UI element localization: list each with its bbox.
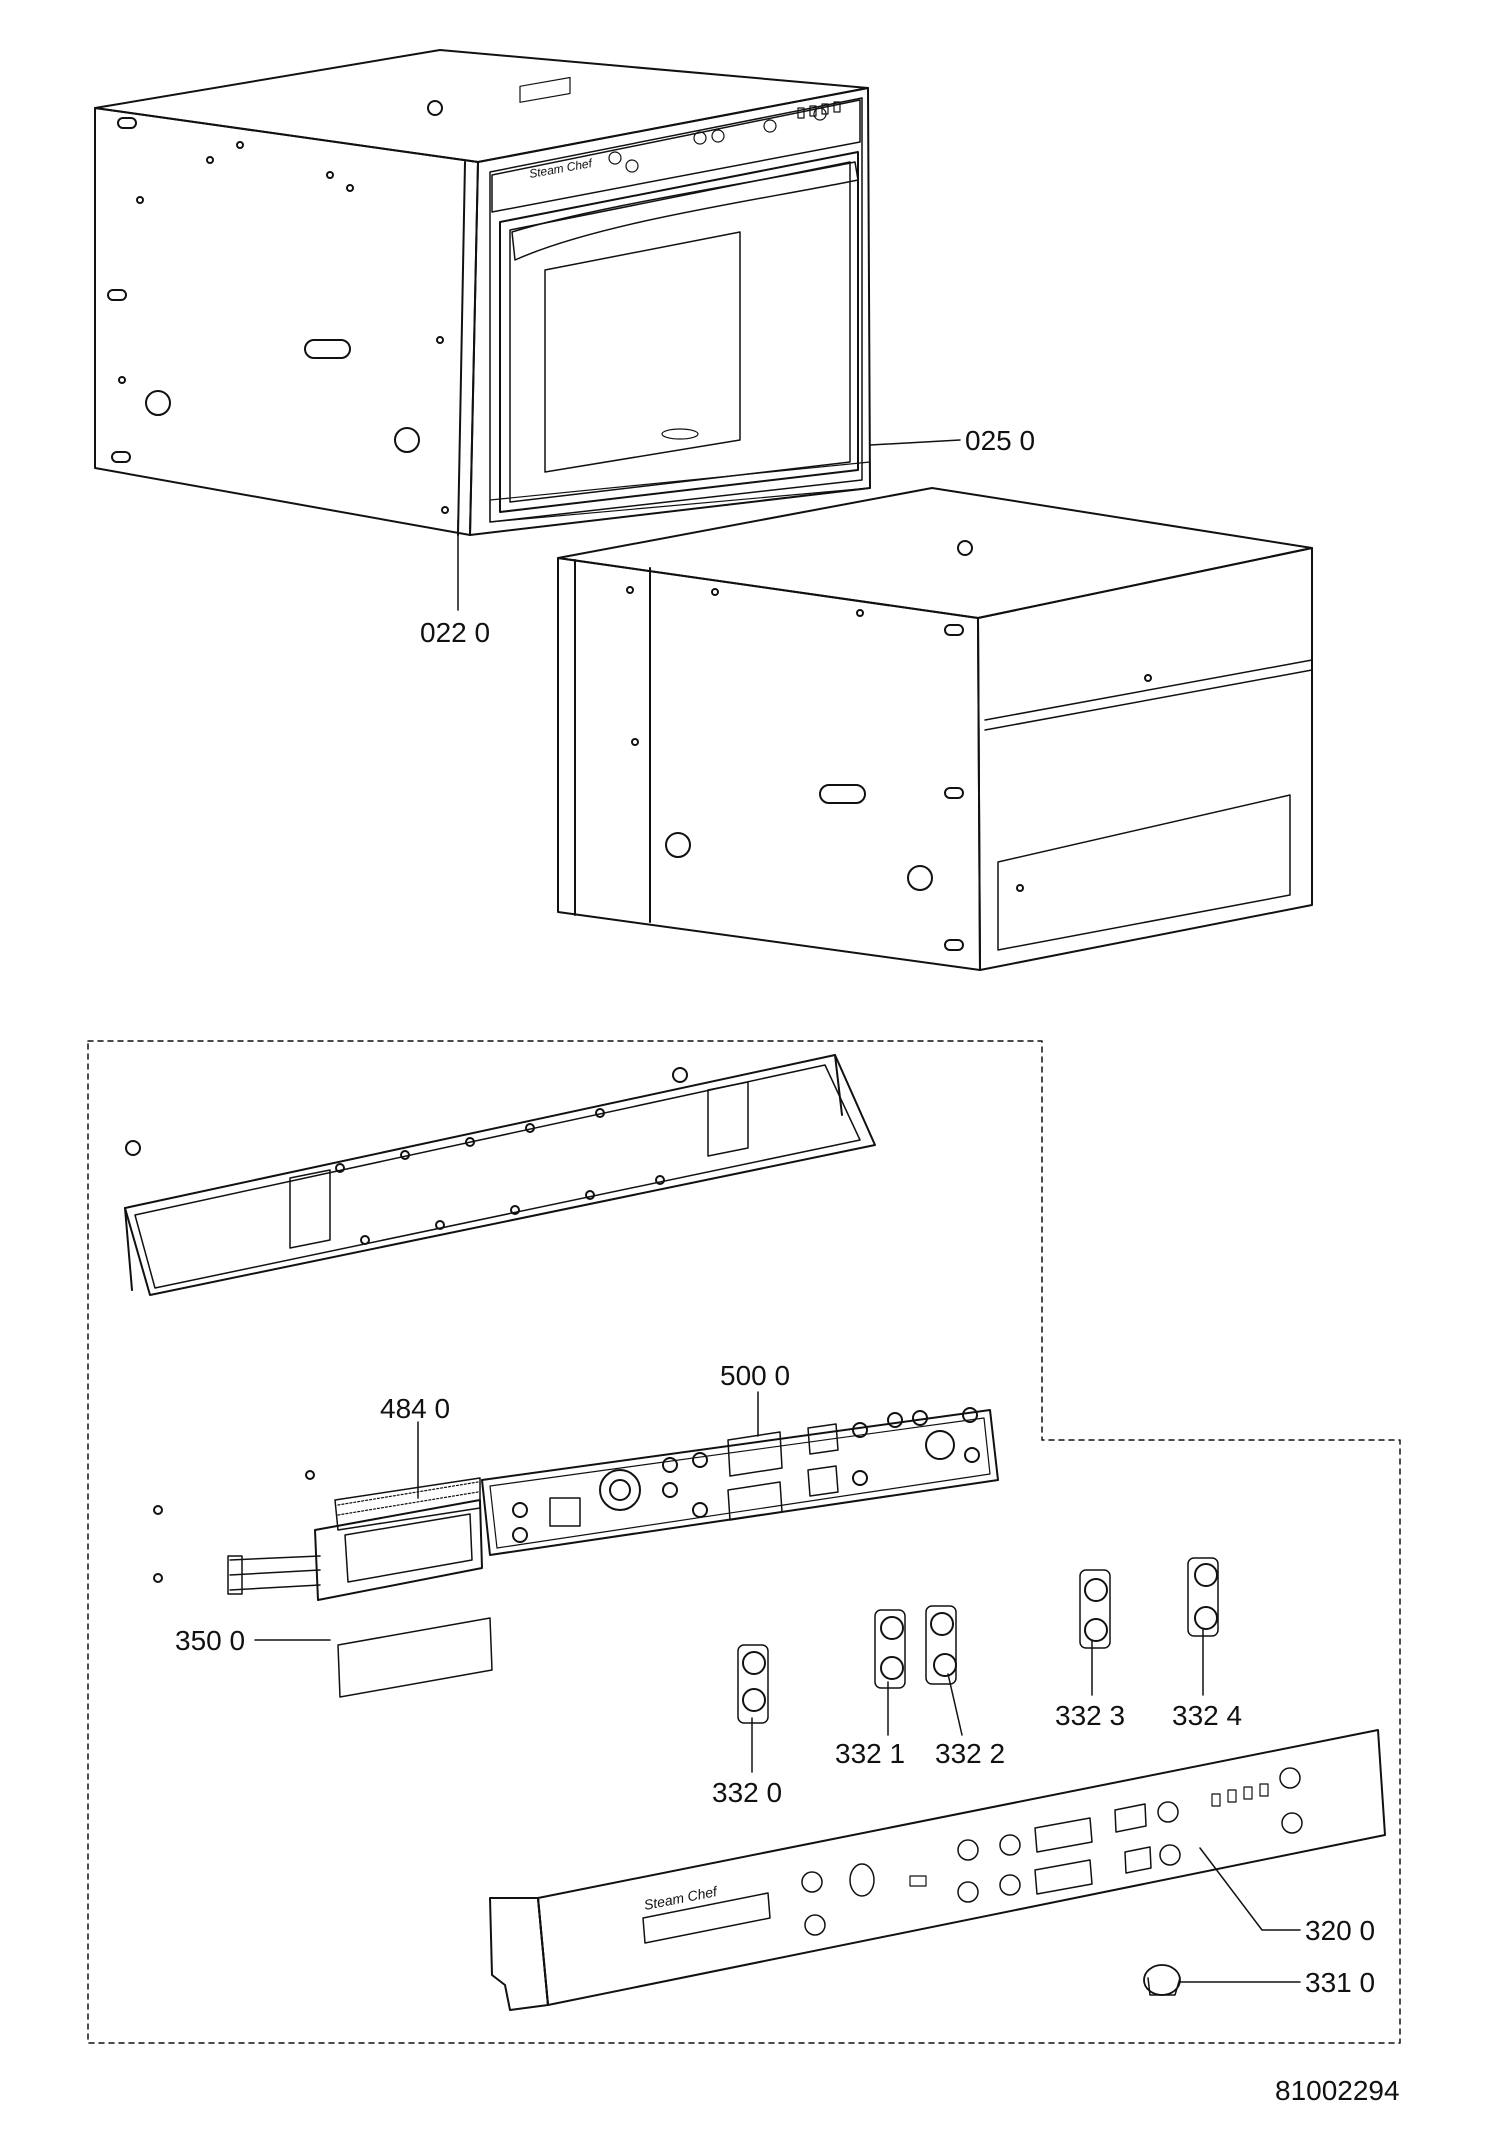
label-332-0: 332 0 [712, 1777, 782, 1808]
label-332-4: 332 4 [1172, 1700, 1242, 1731]
display-film [337, 1617, 493, 1698]
button-332-4 [1187, 1557, 1219, 1637]
circuit-board [481, 1407, 999, 1556]
front-fascia: Steam Chef [489, 1729, 1386, 2011]
label-022-0: 022 0 [420, 617, 490, 648]
button-332-1 [874, 1609, 906, 1689]
control-panel-bracket [124, 1054, 876, 1296]
button-332-2 [925, 1605, 957, 1685]
button-332-3 [1079, 1569, 1111, 1649]
oven-unit-housing [557, 487, 1313, 971]
panel-lettering-upper: Steam Chef [528, 156, 594, 181]
label-332-1: 332 1 [835, 1738, 905, 1769]
panel-lettering-fascia: Steam Chef [643, 1883, 721, 1913]
display-module [153, 1470, 493, 1698]
label-025-0: 025 0 [965, 425, 1035, 456]
part-labels: 025 0 022 0 500 0 484 0 350 0 332 3 332 … [175, 425, 1400, 2106]
leader-line-332-2 [947, 1673, 963, 1736]
knob-331-0 [1143, 1964, 1181, 1996]
label-331-0: 331 0 [1305, 1967, 1375, 1998]
control-panel-assembly-boundary [87, 1040, 1401, 2044]
leader-line-025 [869, 439, 961, 446]
label-484-0: 484 0 [380, 1393, 450, 1424]
label-332-2: 332 2 [935, 1738, 1005, 1769]
label-500-0: 500 0 [720, 1360, 790, 1391]
document-number: 81002294 [1275, 2075, 1400, 2106]
leader-line-320 [1199, 1847, 1301, 1931]
label-320-0: 320 0 [1305, 1915, 1375, 1946]
label-332-3: 332 3 [1055, 1700, 1125, 1731]
oven-unit-upper: Steam Chef [94, 49, 871, 536]
button-332-0 [737, 1644, 769, 1724]
label-350-0: 350 0 [175, 1625, 245, 1656]
